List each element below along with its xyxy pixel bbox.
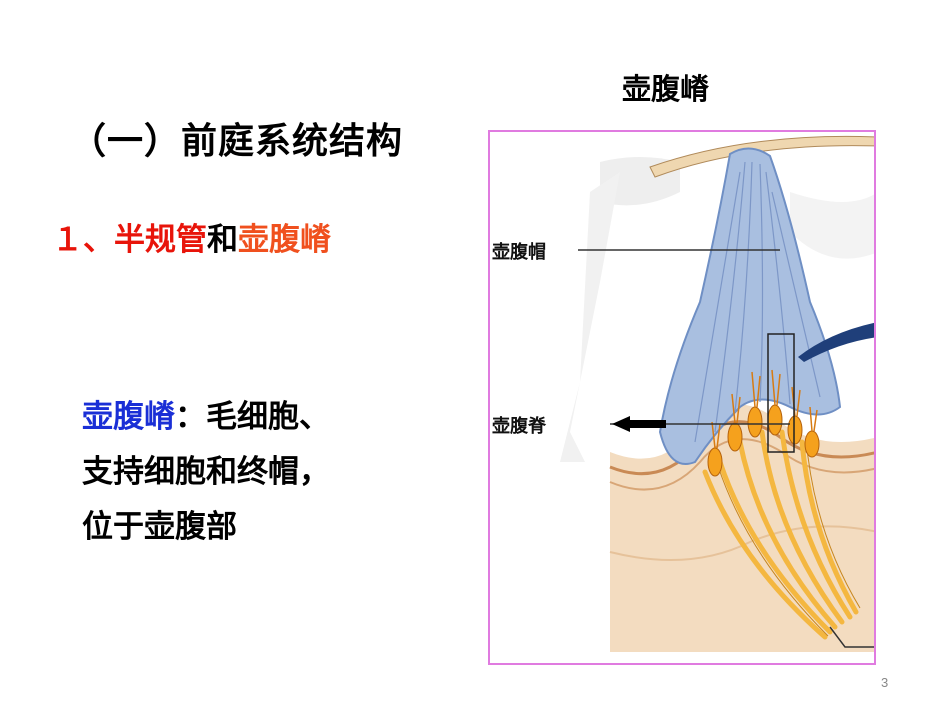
figure-frame: 壶腹帽 壶腹脊: [488, 130, 876, 665]
description-line-1: 壶腹嵴：毛细胞、: [82, 390, 330, 445]
nerve-fibers: [702, 429, 859, 640]
label-cupula: 壶腹帽: [492, 242, 546, 263]
subtitle: １、半规管和壶腹嵴: [52, 214, 331, 259]
subtitle-part1: 半规管: [114, 222, 207, 258]
crista-ampullaris-illustration: [490, 132, 874, 663]
page-number: 3: [881, 675, 889, 690]
base-tissue-layer-2: [609, 525, 874, 561]
nerve-fiber-outlines: [717, 437, 861, 637]
cupula-fibers: [694, 161, 821, 443]
nerve-leader-line: [829, 626, 874, 648]
subtitle-connector: 和: [207, 222, 238, 258]
section-title: （一）前庭系统结构: [70, 120, 404, 162]
description-term: 壶腹嵴: [82, 399, 175, 435]
description-block: 壶腹嵴：毛细胞、 支持细胞和终帽， 位于壶腹部: [82, 390, 330, 555]
subtitle-number: １、: [52, 222, 114, 258]
callout-box: [767, 333, 795, 453]
figure-title: 壶腹嵴: [622, 72, 710, 106]
description-line-3: 位于壶腹部: [82, 509, 237, 545]
bg-texture-right: [790, 192, 874, 259]
description-line-1-rest: ：毛细胞、: [175, 399, 330, 435]
callout-wedge: [798, 322, 874, 362]
crista-arrow-body: [628, 420, 666, 428]
bg-texture-left: [560, 172, 620, 462]
subtitle-part2: 壶腹嵴: [238, 222, 331, 258]
crista-arrow-head: [612, 416, 630, 432]
base-tissue-edge: [609, 420, 874, 476]
label-crista: 壶腹脊: [492, 416, 546, 437]
top-membrane: [649, 135, 874, 178]
description-line-2: 支持细胞和终帽，: [82, 454, 330, 490]
